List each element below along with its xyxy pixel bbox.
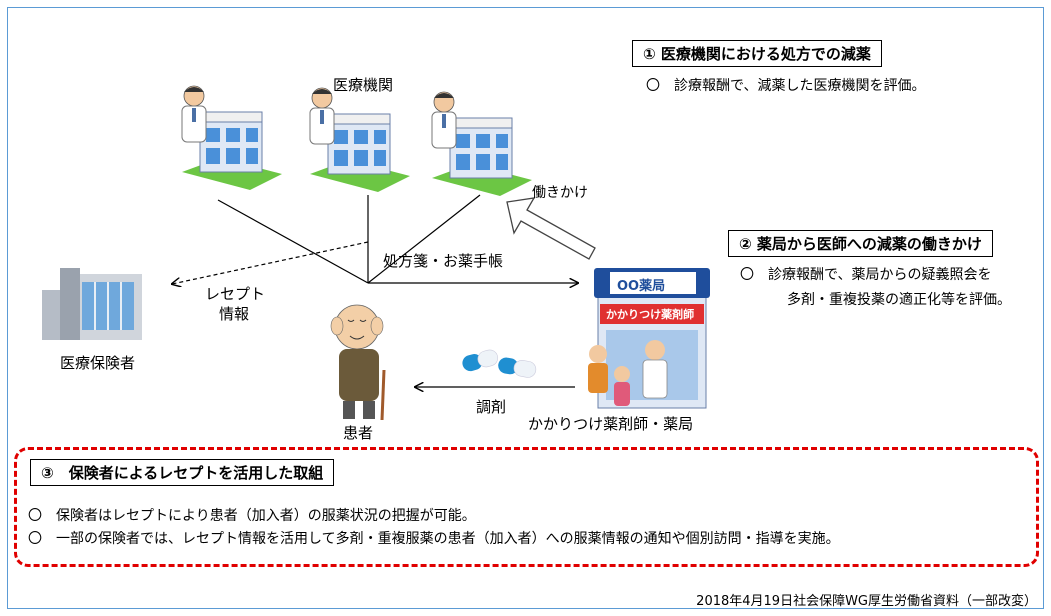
pharmacy-sign: OO薬局: [617, 279, 666, 294]
source-note: 2018年4月19日社会保障WG厚生労働省資料（一部改変）: [696, 594, 1037, 609]
section1-title: ① 医療機関における処方での減薬: [632, 40, 882, 67]
receipt-arrow: [172, 241, 369, 284]
pharmacy-banner: かかりつけ薬剤師: [606, 308, 695, 321]
line-clinic3: [367, 194, 481, 284]
receipt-info-line2: 情報: [219, 305, 250, 323]
section3-bullet1: 〇 保険者はレセプトにより患者（加入者）の服薬状況の把握が可能。: [28, 508, 476, 524]
section3-bullet2: 〇 一部の保険者では、レセプト情報を活用して多剤・重複服薬の患者（加入者）への服…: [28, 531, 840, 547]
insurer-building: [42, 268, 142, 340]
dispensing-label: 調剤: [476, 398, 507, 416]
line-clinic1: [217, 199, 369, 284]
pharmacy-label: かかりつけ薬剤師・薬局: [528, 415, 694, 433]
pharmacy-building: [588, 268, 710, 409]
receipt-info-line1: レセプト: [205, 285, 266, 303]
section3-dashed-box: [14, 447, 1039, 567]
clinic-3: [431, 91, 533, 197]
clinic-2: [309, 87, 411, 193]
section2-bullet-line1: 〇 診療報酬で、薬局からの疑義照会を: [740, 267, 992, 283]
patient-figure: [330, 304, 386, 421]
patient-label: 患者: [343, 424, 374, 442]
capsules: [462, 349, 537, 378]
medical-institutions-label: 医療機関: [333, 76, 394, 94]
section1-bullet: 〇 診療報酬で、減薬した医療機関を評価。: [646, 78, 926, 94]
outer-frame: [7, 7, 1044, 609]
work-on-arrow: [506, 197, 596, 260]
section2-bullet-line2: 多剤・重複投薬の適正化等を評価。: [787, 292, 1011, 308]
clinic-1: [181, 85, 283, 191]
prescription-label: 処方箋・お薬手帳: [383, 252, 504, 270]
section3-title: ③ 保険者によるレセプトを活用した取組: [30, 459, 335, 486]
work-on-label: 働きかけ: [532, 185, 588, 201]
insurer-label: 医療保険者: [60, 354, 136, 372]
section2-title: ② 薬局から医師への減薬の働きかけ: [728, 230, 993, 257]
